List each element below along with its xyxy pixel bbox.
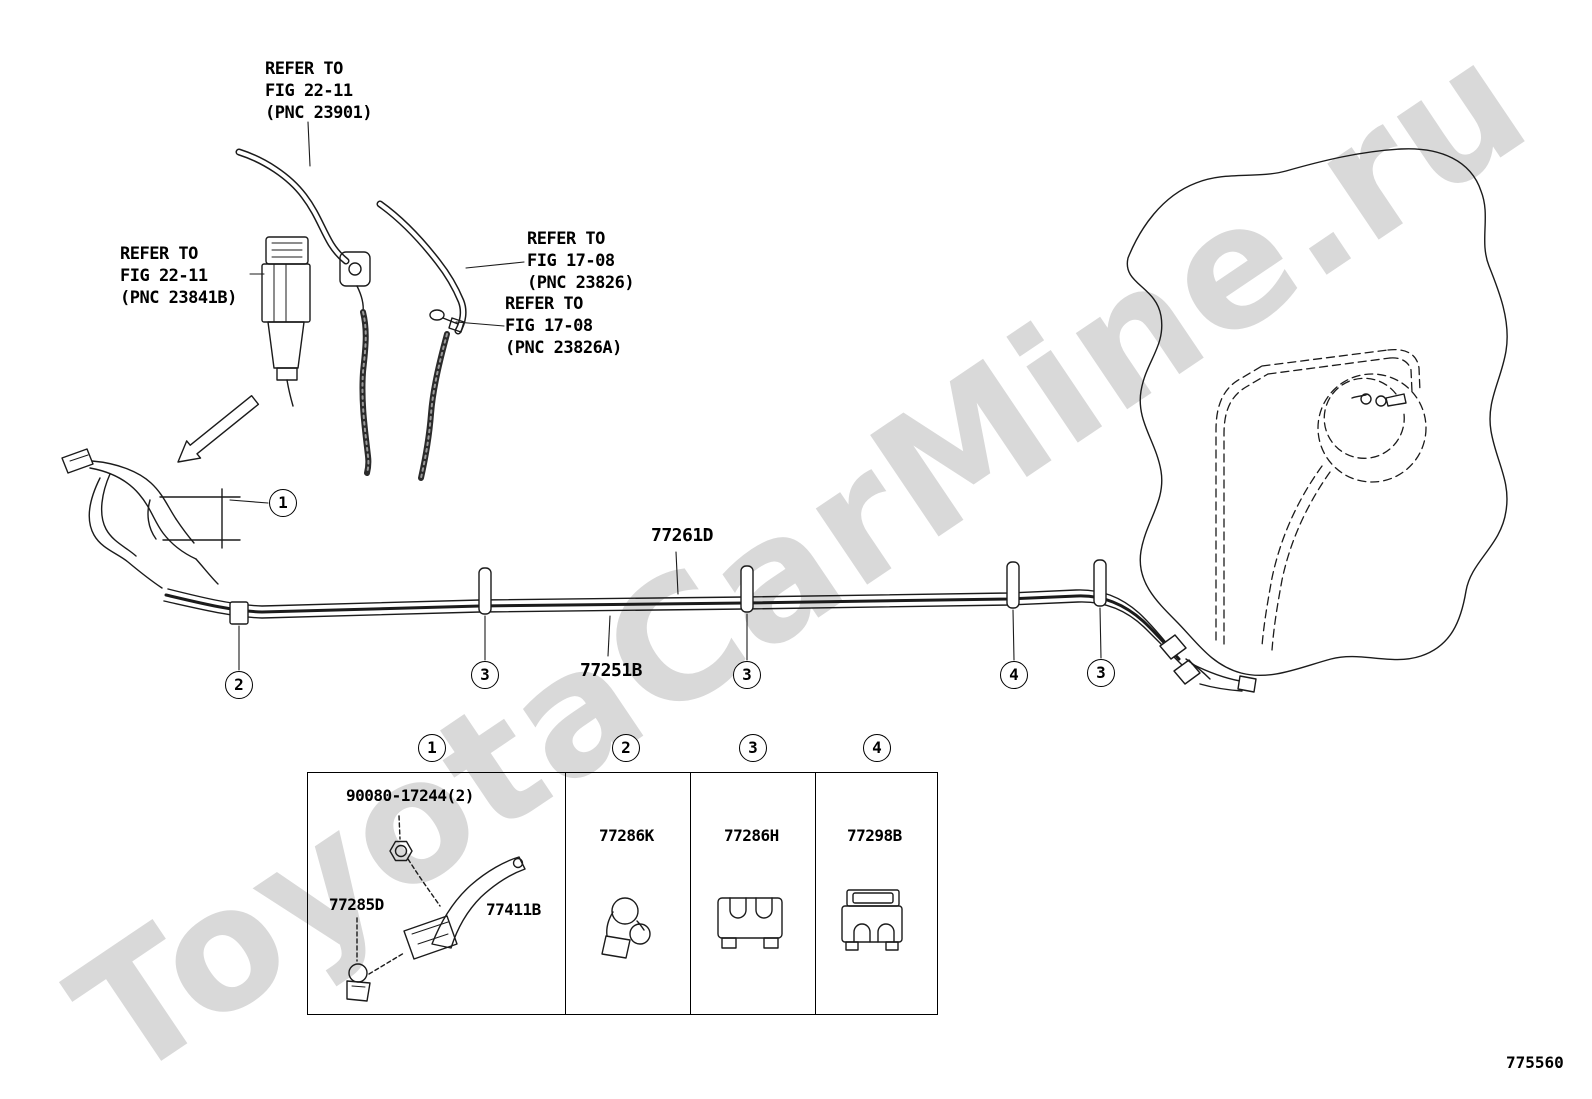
ribbed-tube-b [418,331,450,481]
hose-23901 [235,148,350,265]
callout-2[interactable]: 2 [225,671,253,699]
label-line: REFER TO [265,59,343,79]
callout-4[interactable]: 4 [1000,661,1028,689]
label-line: (PNC 23826A) [505,338,622,358]
direction-arrow [177,395,260,463]
table-callout-4[interactable]: 4 [863,734,891,762]
refer-label-pnc23901: REFER TO FIG 22-11 (PNC 23901) [265,58,373,124]
label-line: (PNC 23841B) [120,288,237,308]
part-number-77286k[interactable]: 77286K [599,826,654,845]
sketch-clamp-77285d-icon [346,917,405,1002]
hose-23826 [376,200,467,335]
label-line: (PNC 23826) [527,273,635,293]
part-number-77251b[interactable]: 77251B [580,660,643,681]
table-callout-2[interactable]: 2 [612,734,640,762]
part-number-77285d[interactable]: 77285D [329,895,384,914]
fuel-line-connectors [1159,634,1257,693]
sketch-clamp-77298b-icon [841,889,903,951]
callout-3-a[interactable]: 3 [471,661,499,689]
sketch-clamp-77286k-icon [601,897,651,959]
table-callout-1[interactable]: 1 [418,734,446,762]
refer-label-pnc23841b: REFER TO FIG 22-11 (PNC 23841B) [120,243,237,309]
table-callout-3[interactable]: 3 [739,734,767,762]
leader-lines [229,121,1102,671]
component-23841b [261,236,311,407]
part-number-77298b[interactable]: 77298B [847,826,902,845]
label-line: FIG 17-08 [505,316,593,336]
label-line: REFER TO [120,244,198,264]
part-number-90080-17244[interactable]: 90080-17244(2) [346,786,474,805]
part-number-77411b[interactable]: 77411B [486,900,541,919]
label-line: FIG 22-11 [265,81,353,101]
part-number-77261d[interactable]: 77261D [651,525,714,546]
label-line: FIG 17-08 [527,251,615,271]
clip-23826a [429,309,465,333]
sketch-bracket-77411b-icon [403,856,526,960]
label-line: REFER TO [505,294,583,314]
refer-label-pnc23826a: REFER TO FIG 17-08 (PNC 23826A) [505,293,622,359]
fuel-line-bundle [163,588,1185,668]
tank-fittings [1351,393,1407,407]
sketch-nut-90080-icon [389,815,441,907]
parts-table-col-2 [566,773,691,1014]
label-line: REFER TO [527,229,605,249]
label-line: FIG 22-11 [120,266,208,286]
parts-table-col-1 [308,773,566,1014]
front-harness [61,448,241,589]
refer-label-pnc23826: REFER TO FIG 17-08 (PNC 23826) [527,228,635,294]
callout-3-c[interactable]: 3 [1087,659,1115,687]
label-line: (PNC 23901) [265,103,373,123]
callout-1[interactable]: 1 [269,489,297,517]
sketch-clamp-77286h-icon [717,897,783,949]
line-clamps [229,559,1107,625]
fuel-tank-outline [1126,148,1508,677]
parts-table-col-4 [816,773,937,1014]
parts-table [307,772,938,1015]
callout-3-b[interactable]: 3 [733,661,761,689]
tank-internal-tubes [1215,348,1427,651]
part-number-77286h[interactable]: 77286H [724,826,779,845]
quick-connector-and-ribbed-tube [339,251,372,476]
parts-table-col-3 [691,773,816,1014]
diagram-number: 775560 [1506,1053,1564,1072]
